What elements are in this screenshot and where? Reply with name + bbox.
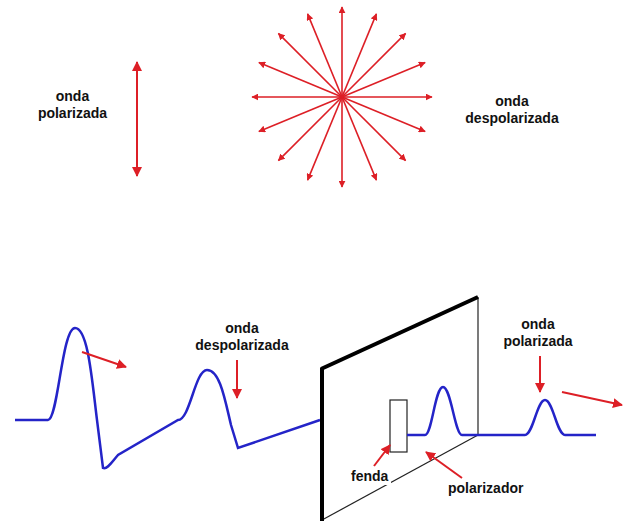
star-ray bbox=[342, 96, 432, 98]
star-ray bbox=[341, 97, 343, 187]
star-ray bbox=[342, 33, 406, 97]
pointer-arrow bbox=[374, 445, 390, 466]
wave-label: onda despolarizada bbox=[182, 320, 302, 354]
star-ray bbox=[278, 97, 342, 161]
star-ray bbox=[278, 33, 342, 97]
depolarized-star bbox=[252, 7, 432, 187]
polarized-arrow bbox=[136, 62, 138, 176]
star-ray bbox=[308, 14, 342, 97]
pointer-arrow bbox=[539, 356, 541, 392]
slit bbox=[390, 400, 407, 452]
direction-arrow bbox=[562, 392, 622, 405]
polarizer-edge bbox=[321, 297, 478, 369]
direction-arrow bbox=[82, 352, 126, 367]
wave-label: onda polarizada bbox=[25, 88, 120, 122]
star-ray bbox=[342, 97, 406, 161]
star-ray bbox=[252, 96, 342, 98]
pointer-arrow bbox=[426, 452, 462, 478]
star-ray bbox=[342, 63, 425, 97]
wave-label: onda despolarizada bbox=[452, 93, 572, 127]
star-ray bbox=[259, 97, 342, 131]
wave-label: onda polarizada bbox=[488, 316, 588, 350]
wave-label: polarizador bbox=[445, 480, 526, 497]
pointer-arrow bbox=[236, 360, 238, 398]
polarizer-edge bbox=[477, 297, 478, 435]
wave-label: fenda bbox=[348, 468, 391, 485]
star-ray bbox=[342, 97, 376, 180]
polarizer-edge bbox=[320, 368, 324, 521]
star-ray bbox=[341, 7, 343, 97]
